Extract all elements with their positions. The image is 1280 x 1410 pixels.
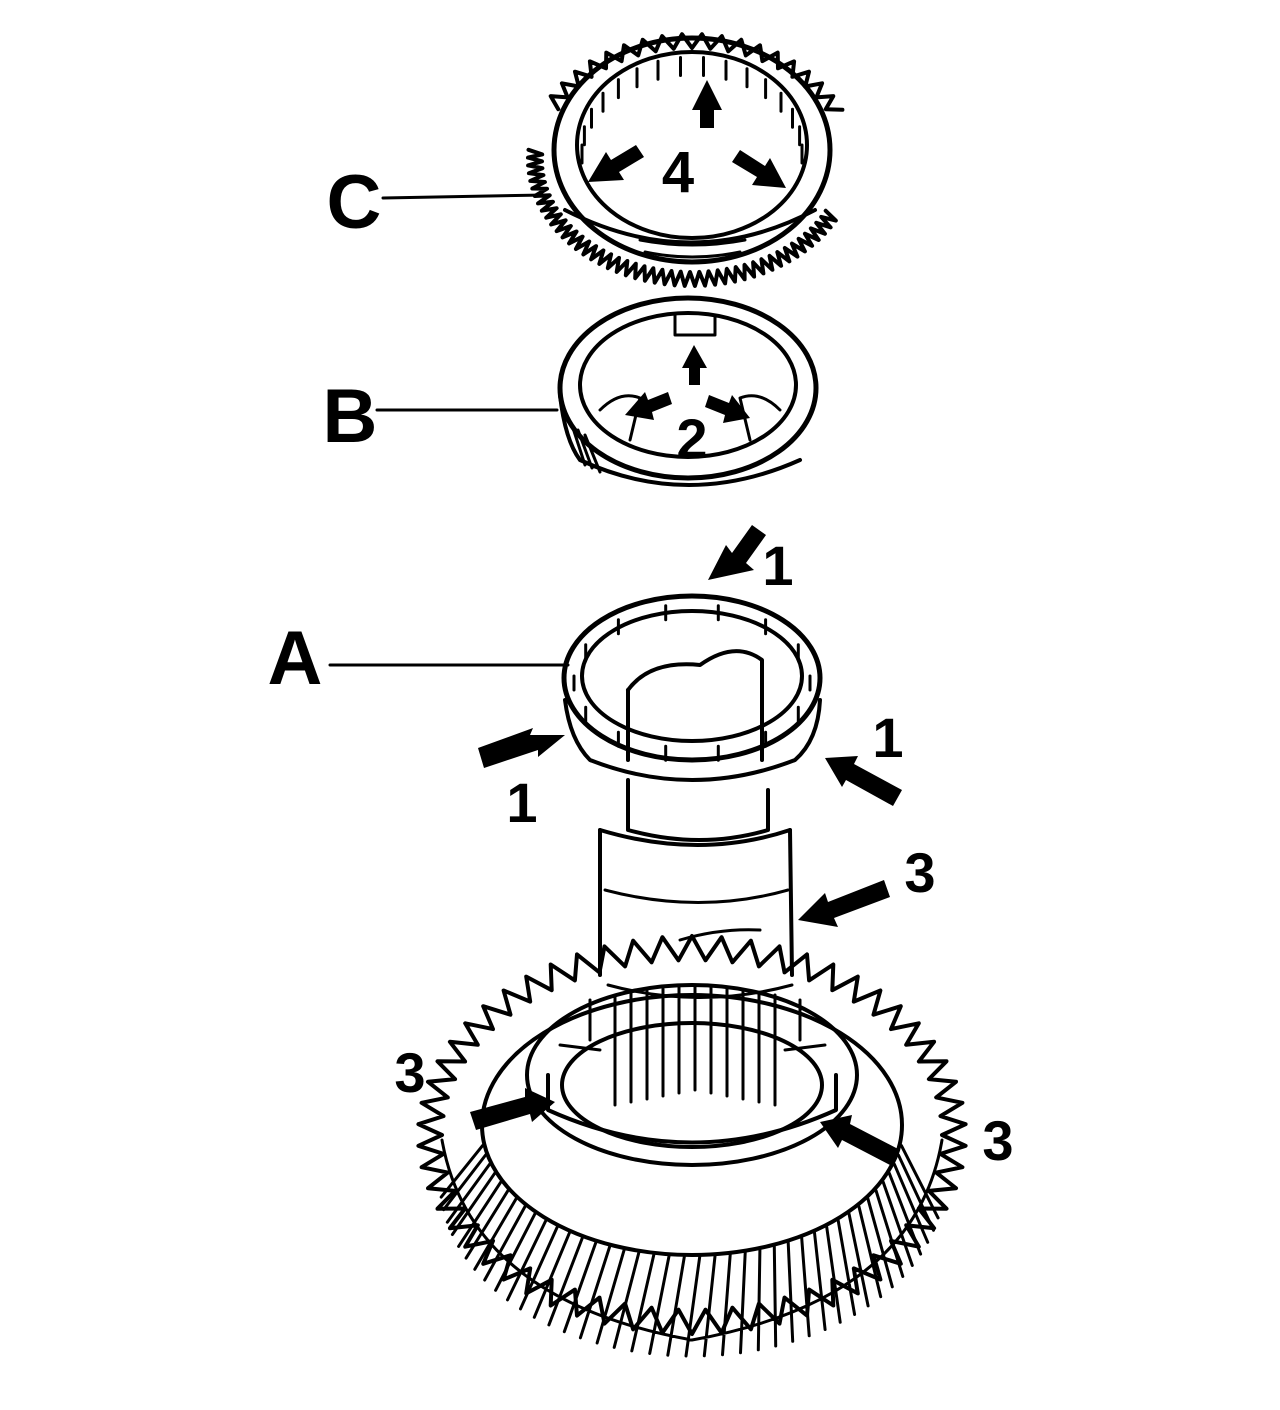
- gear-hub-dogs: [558, 998, 827, 1052]
- arrow-4-right: [732, 150, 786, 188]
- gear-hub-outer: [525, 983, 859, 1167]
- arrow-4-top: [692, 80, 722, 128]
- hub-a: 1 1 1 A: [268, 525, 904, 834]
- gear-hub-inner: [560, 1021, 824, 1149]
- callout-3-shaft: 3: [904, 841, 935, 904]
- callout-1-left: 1: [506, 771, 537, 834]
- callout-2: 2: [676, 407, 707, 470]
- arrow-1-top: [708, 525, 766, 580]
- callout-3-left: 3: [394, 1041, 425, 1104]
- shaft-tip-top: [626, 649, 764, 692]
- arrow-1-right: [825, 756, 902, 806]
- main-shaft: 3: [598, 778, 936, 1107]
- part-label-b: B: [323, 374, 378, 459]
- shaft-body-sides: [598, 828, 794, 977]
- arrow-3-shaft: [798, 880, 890, 927]
- arrow-2-top: [682, 345, 707, 385]
- synchro-ring-c-outer-rim: [551, 35, 833, 265]
- spacer-ring-b-outer-rim: [557, 295, 819, 481]
- spacer-ring-b-ribs: [570, 423, 602, 474]
- callout-1-right: 1: [872, 706, 903, 769]
- spacer-ring-b-inner-rim: [578, 311, 798, 459]
- helical-gear-helix-lines: [439, 1138, 944, 1358]
- synchro-ring-c-cone-lines: [638, 238, 747, 259]
- spacer-ring-b-band: [558, 393, 802, 487]
- arrow-2-left: [625, 392, 672, 420]
- hub-a-inner-rim: [580, 609, 804, 743]
- shaft-splines: [606, 983, 794, 1107]
- hub-a-slots: [572, 604, 812, 762]
- callout-1-top: 1: [762, 534, 793, 597]
- shaft-tip-sides: [626, 688, 764, 762]
- synchro-ring-c-lower-band: [563, 208, 817, 245]
- hub-a-band: [563, 698, 822, 782]
- arrow-3-left: [470, 1088, 555, 1130]
- synchro-ring-c-inner-rim: [575, 50, 809, 240]
- hub-a-outer-rim: [561, 593, 823, 763]
- shaft-body-lines: [603, 888, 790, 942]
- synchro-ring-c: 4 C: [327, 32, 845, 288]
- arrow-3-right: [820, 1115, 900, 1166]
- arrow-4-left: [588, 145, 644, 182]
- arrow-2-right: [705, 395, 750, 423]
- shaft-upper-step: [626, 778, 770, 842]
- callout-3-right: 3: [982, 1109, 1013, 1172]
- spacer-ring-b-notch: [673, 313, 717, 337]
- part-label-a: A: [268, 616, 323, 701]
- synchro-ring-c-inner-lugs: [580, 56, 804, 165]
- callout-4: 4: [662, 140, 694, 205]
- helical-gear: 3 3: [394, 934, 1014, 1358]
- shaft-body-top: [598, 828, 792, 847]
- leader-line-c: [381, 193, 547, 200]
- spacer-ring-b: 2 B: [323, 295, 819, 487]
- gear-hub-band: [546, 1073, 838, 1145]
- arrow-1-left: [478, 728, 565, 768]
- part-label-c: C: [327, 160, 382, 245]
